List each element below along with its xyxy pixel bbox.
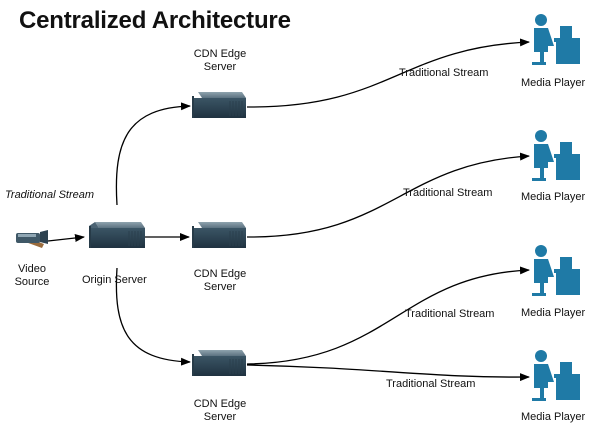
- video-source-label-line1: Video: [18, 263, 46, 275]
- cdn-server-label: CDN Edge Server: [185, 398, 255, 424]
- person-at-computer-icon: [532, 245, 580, 296]
- media-player-label: Media Player: [521, 191, 586, 203]
- cdn-server-label-line2: Server: [203, 281, 237, 293]
- diagram-title: Centralized Architecture: [19, 7, 291, 34]
- server-box-icon: [192, 92, 246, 118]
- media-player-label: Media Player: [521, 411, 586, 423]
- edge-origin-to-cdn-bottom: [115, 267, 191, 366]
- server-box-icon: [192, 222, 246, 248]
- edge-cdn-top-to-player-1: [246, 38, 530, 108]
- edge-cdn-mid-to-player-2: [246, 152, 530, 238]
- video-camera-icon: [16, 230, 48, 248]
- cdn-server-label-line1: CDN Edge: [193, 48, 247, 60]
- cdn-server-label: CDN Edge Server: [185, 48, 255, 74]
- cdn-server-label-line1: CDN Edge: [193, 398, 247, 410]
- person-at-computer-icon: [532, 350, 580, 401]
- person-at-computer-icon: [532, 130, 580, 181]
- server-box-icon: [89, 222, 145, 248]
- cdn-server-label-line2: Server: [203, 411, 237, 423]
- origin-server-label: Origin Server: [82, 274, 147, 286]
- stream-label: Traditional Stream: [399, 67, 489, 79]
- video-source-label-line2: Source: [14, 276, 50, 288]
- video-source-label: Video Source: [14, 263, 50, 289]
- media-player-label: Media Player: [521, 77, 586, 89]
- stream-label: Traditional Stream: [405, 308, 495, 320]
- cdn-server-label-line2: Server: [203, 61, 237, 73]
- person-at-computer-icon: [532, 14, 580, 65]
- stream-label: Traditional Stream: [403, 187, 493, 199]
- edge-source-to-origin: [47, 234, 85, 242]
- edges: [47, 38, 530, 382]
- source-edge-label: Traditional Stream: [5, 189, 95, 201]
- edge-origin-to-cdn-top: [115, 102, 191, 206]
- edge-cdn-bottom-to-player-3: [246, 266, 530, 365]
- server-box-icon: [192, 350, 246, 376]
- cdn-server-label: CDN Edge Server: [185, 268, 255, 294]
- cdn-server-label-line1: CDN Edge: [193, 268, 247, 280]
- edge-cdn-bottom-to-player-4: [246, 364, 530, 382]
- stream-label: Traditional Stream: [386, 378, 476, 390]
- media-player-label: Media Player: [521, 307, 586, 319]
